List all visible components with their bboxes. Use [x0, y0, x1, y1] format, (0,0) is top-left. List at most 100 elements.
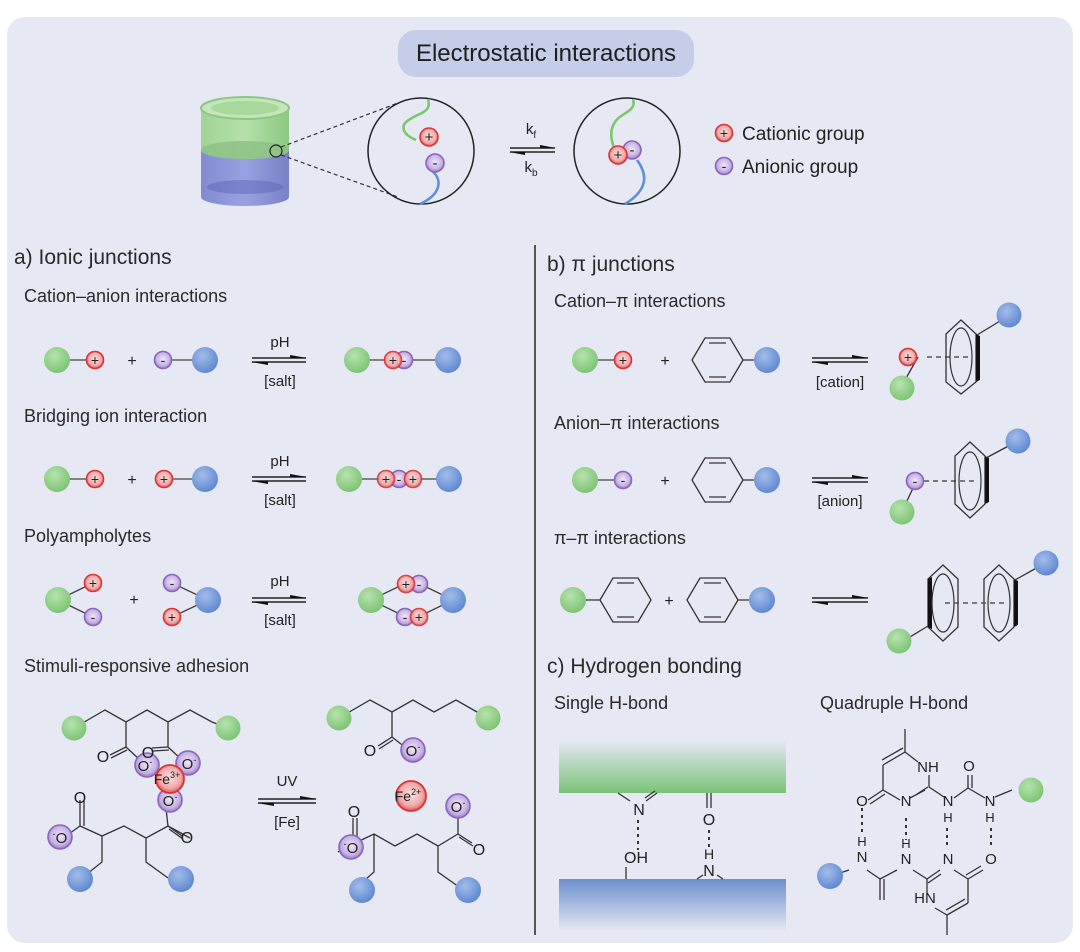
atom-n: N: [901, 851, 912, 868]
svg-text:+: +: [91, 471, 99, 487]
atom-oh: OH: [624, 850, 648, 867]
cation-anion-scheme: + + - - +: [44, 347, 461, 373]
arrow-label-anion: [anion]: [817, 493, 862, 510]
atom-o: O: [856, 793, 868, 810]
svg-text:+: +: [89, 575, 97, 591]
arrow-label-fe: [Fe]: [274, 814, 300, 831]
legend-anion-label: Anionic group: [742, 157, 858, 178]
arrow-label-uv: UV: [277, 773, 298, 790]
atom-n: N: [633, 802, 645, 819]
zoom-circle-separated: [367, 97, 475, 206]
equilibrium-arrow-bridging: [251, 474, 307, 484]
figure-panel: [7, 17, 1073, 943]
atom-o: O: [348, 804, 360, 821]
atom-h: H: [943, 810, 952, 825]
atom-o: O: [703, 812, 715, 829]
svg-text:-: -: [913, 473, 918, 489]
svg-text:-: -: [170, 575, 175, 591]
arrow-label-salt: [salt]: [264, 612, 296, 629]
atom-o: O: [473, 842, 485, 859]
legend-cation-label: Cationic group: [742, 124, 865, 145]
svg-text:+: +: [127, 472, 136, 489]
oxide-label: O-: [182, 755, 197, 773]
atom-o: O: [364, 743, 376, 760]
svg-text:+: +: [660, 353, 669, 370]
svg-text:-: -: [417, 576, 422, 592]
adhesion-complex-fe3: [65, 709, 229, 879]
oxide-groups-right: [338, 737, 471, 860]
atom-o: O: [963, 758, 975, 775]
svg-text:+: +: [660, 473, 669, 490]
atom-o: O: [142, 745, 154, 762]
hydrogel-cylinder-illustration: [200, 96, 399, 206]
adhesion-beads-right: [326, 705, 501, 903]
row-label-pi-pi: π–π interactions: [554, 528, 686, 548]
equilibrium-arrow-header: [509, 145, 556, 155]
equilibrium-arrow-cation-anion: [251, 355, 307, 365]
arrow-label-ph: pH: [270, 334, 289, 351]
row-label-cation-anion: Cation–anion interactions: [24, 286, 228, 306]
rate-backward-label: kb: [524, 159, 538, 179]
atom-h: H: [901, 836, 910, 851]
arrow-label-ph: pH: [270, 453, 289, 470]
equilibrium-arrow-pi-pi: [811, 595, 869, 605]
atom-o: O: [74, 790, 86, 807]
fe2-ion-label: Fe2+: [395, 787, 422, 804]
cation-bead-separated: +: [419, 127, 439, 147]
atom-o: O: [181, 830, 193, 847]
svg-text:+: +: [720, 125, 728, 141]
svg-text:-: -: [161, 352, 166, 368]
oxide-label: -O: [53, 829, 68, 847]
section-b-title: b) π junctions: [547, 253, 675, 276]
oxide-label: O-: [138, 757, 153, 775]
quadruple-h-bond-label: Quadruple H-bond: [820, 693, 969, 713]
equilibrium-arrow-adhesion: [257, 796, 317, 806]
quadruple-h-bond-beads: [817, 777, 1044, 889]
svg-text:+: +: [402, 576, 410, 592]
atom-o: O: [985, 851, 997, 868]
svg-text:+: +: [129, 592, 138, 609]
single-h-bond-diagram: [559, 740, 786, 931]
atom-nh: NH: [917, 759, 939, 776]
atom-n: N: [985, 793, 996, 810]
svg-text:+: +: [91, 352, 99, 368]
rate-forward-label: kf: [526, 121, 537, 141]
anion-bead-separated: -: [425, 153, 445, 173]
equilibrium-arrow-polyampholytes: [251, 595, 307, 605]
svg-text:+: +: [160, 471, 168, 487]
atom-n: N: [703, 863, 715, 880]
svg-text:+: +: [664, 593, 673, 610]
oxide-label: O-: [163, 792, 178, 810]
figure-title: Electrostatic interactions: [398, 30, 694, 77]
row-label-cation-pi: Cation–π interactions: [554, 291, 726, 311]
atom-hn: HN: [914, 890, 936, 907]
row-label-anion-pi: Anion–π interactions: [554, 413, 720, 433]
atom-o: O: [97, 749, 109, 766]
atom-h: H: [985, 810, 994, 825]
row-label-stimuli-adhesion: Stimuli-responsive adhesion: [24, 656, 250, 676]
svg-text:+: +: [425, 129, 434, 146]
svg-text:-: -: [397, 471, 402, 487]
oxide-label: O-: [406, 742, 421, 760]
top-surface-green: [559, 740, 786, 793]
svg-text:-: -: [621, 472, 626, 488]
svg-text:-: -: [91, 609, 96, 625]
equilibrium-arrow-anion-pi: [811, 475, 869, 485]
single-h-bond-label: Single H-bond: [554, 693, 669, 713]
section-c-title: c) Hydrogen bonding: [547, 655, 742, 678]
fe3-ion-label: Fe3+: [154, 770, 181, 787]
atom-n: N: [901, 793, 912, 810]
anion-pi-scheme: - + -: [572, 428, 1031, 525]
svg-text:+: +: [904, 349, 912, 365]
svg-text:-: -: [722, 158, 727, 174]
cation-pi-scheme: + + +: [572, 302, 1022, 401]
quadruple-h-bond-diagram: [836, 729, 1013, 935]
legend-anion-icon: -: [714, 156, 734, 176]
oxide-label: -O: [344, 839, 359, 857]
svg-text:+: +: [168, 609, 176, 625]
zoom-circle-bound: [573, 97, 681, 206]
svg-text:-: -: [403, 609, 408, 625]
svg-text:-: -: [630, 142, 635, 159]
row-label-polyampholytes: Polyampholytes: [24, 526, 152, 546]
